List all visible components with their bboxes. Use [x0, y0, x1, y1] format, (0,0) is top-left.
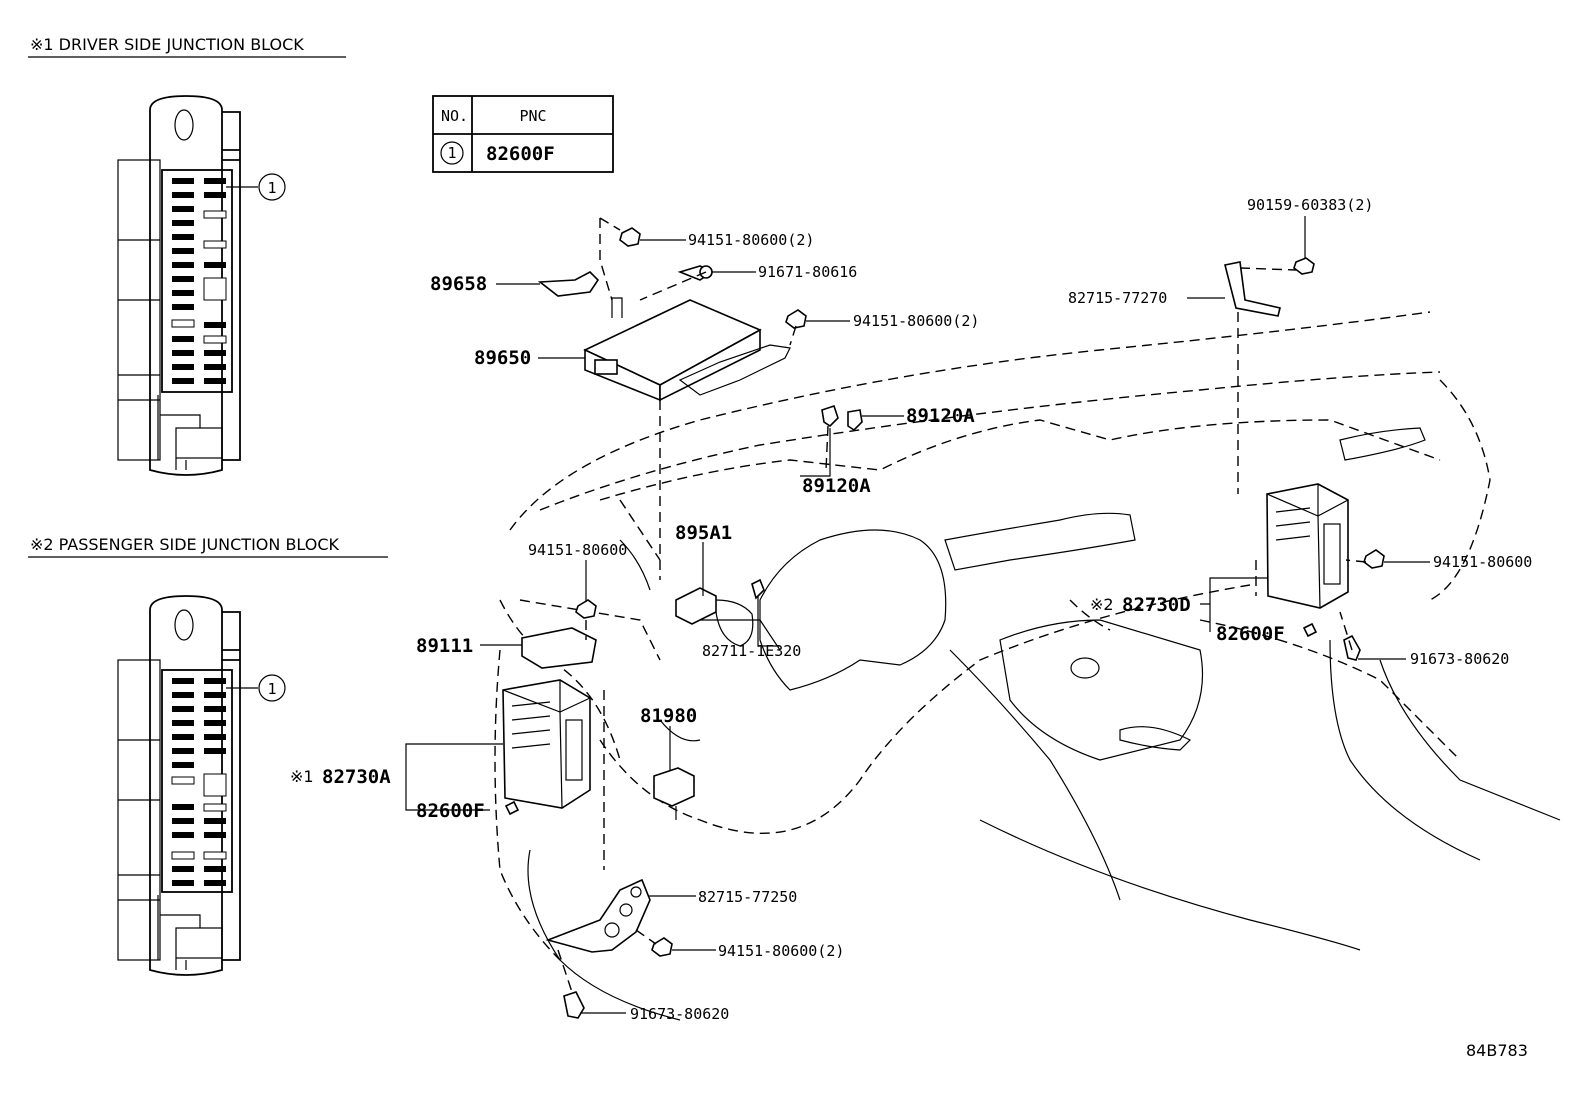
pnc-table-header-no: NO.	[441, 107, 468, 125]
label-81980: 81980	[640, 705, 697, 727]
label-91673-80620-right: 91673-80620	[1410, 650, 1509, 668]
label-89658: 89658	[430, 273, 487, 295]
passenger-fuse-ref-circle	[258, 674, 286, 702]
driver-fuse-ref-number: 1	[267, 179, 276, 197]
pnc-table-row-ref-circle	[440, 141, 464, 165]
part-82600f-fuse-left[interactable]	[504, 800, 520, 816]
diagram-code: 84B783	[1466, 1041, 1528, 1060]
part-895a1-sensor[interactable]	[675, 587, 754, 647]
label-89111: 89111	[416, 635, 473, 657]
part-82730d-junction-block[interactable]	[1266, 483, 1349, 609]
label-82730d-mark: ※2	[1090, 595, 1114, 614]
label-82715-77250: 82715-77250	[698, 888, 797, 906]
part-89111-receiver[interactable]	[521, 627, 597, 669]
part-81980-sensor[interactable]	[653, 767, 695, 820]
label-91671-80616: 91671-80616	[758, 263, 857, 281]
part-94151-80600-nut-right[interactable]	[1363, 549, 1385, 569]
driver-junction-block-drawing	[117, 95, 241, 476]
label-89120a-bottom: 89120A	[802, 475, 871, 497]
passenger-block-title: ※2 PASSENGER SIDE JUNCTION BLOCK	[30, 535, 340, 554]
passenger-fuse-ref-number: 1	[267, 680, 276, 698]
part-91673-80620-bolt-bottom[interactable]	[563, 991, 585, 1019]
part-90159-60383-bolt[interactable]	[1293, 257, 1315, 275]
label-91673-80620-bottom: 91673-80620	[630, 1005, 729, 1023]
label-82600f-left: 82600F	[416, 800, 485, 822]
driver-fuse-ref-circle	[258, 173, 286, 201]
part-89650-module[interactable]	[583, 297, 791, 402]
dashboard-outline	[494, 311, 1491, 961]
part-82730a-junction-block[interactable]	[502, 679, 591, 809]
label-94151-80600-2-c: 94151-80600(2)	[718, 942, 844, 960]
part-82600f-fuse-right[interactable]	[1302, 622, 1318, 638]
pnc-table-header-pnc: PNC	[519, 107, 546, 125]
leader-lines	[405, 216, 1430, 1014]
label-89650: 89650	[474, 347, 531, 369]
pnc-table	[432, 95, 614, 173]
label-94151-80600-right: 94151-80600	[1433, 553, 1532, 571]
passenger-junction-block-drawing	[117, 595, 241, 976]
part-82715-77250-bracket[interactable]	[545, 878, 651, 953]
part-94151-80600-nut-a[interactable]	[619, 227, 641, 247]
assembly-guide-lines	[557, 217, 1367, 993]
label-90159-60383-2: 90159-60383(2)	[1247, 196, 1373, 214]
part-82711-1e320-clip[interactable]	[751, 578, 765, 600]
part-82715-77270-bracket[interactable]	[1224, 261, 1281, 317]
label-94151-80600-2-b: 94151-80600(2)	[853, 312, 979, 330]
part-94151-80600-nut-c[interactable]	[651, 937, 673, 957]
part-89120a-clip-b[interactable]	[847, 409, 863, 432]
pnc-table-row-no: 1	[447, 144, 456, 162]
label-82600f-right: 82600F	[1216, 623, 1285, 645]
label-94151-80600-2-a: 94151-80600(2)	[688, 231, 814, 249]
label-82715-77270: 82715-77270	[1068, 289, 1167, 307]
part-94151-80600-nut-left[interactable]	[575, 599, 597, 619]
driver-block-title: ※1 DRIVER SIDE JUNCTION BLOCK	[30, 35, 304, 54]
label-82730a-mark: ※1	[290, 767, 314, 786]
label-82730d: 82730D	[1122, 594, 1191, 616]
part-94151-80600-nut-b[interactable]	[785, 309, 807, 329]
part-89120a-clip-a[interactable]	[821, 404, 839, 428]
part-91671-80616-bolt[interactable]	[677, 265, 714, 281]
pnc-table-row-pnc: 82600F	[486, 143, 555, 165]
dashboard-features	[527, 427, 1561, 1021]
label-895a1: 895A1	[675, 522, 732, 544]
label-89120a-top: 89120A	[906, 405, 975, 427]
part-89658-bracket[interactable]	[537, 271, 600, 297]
label-82711-1e320: 82711-1E320	[702, 642, 801, 660]
label-94151-80600-left: 94151-80600	[528, 541, 627, 559]
label-82730a: 82730A	[322, 766, 391, 788]
